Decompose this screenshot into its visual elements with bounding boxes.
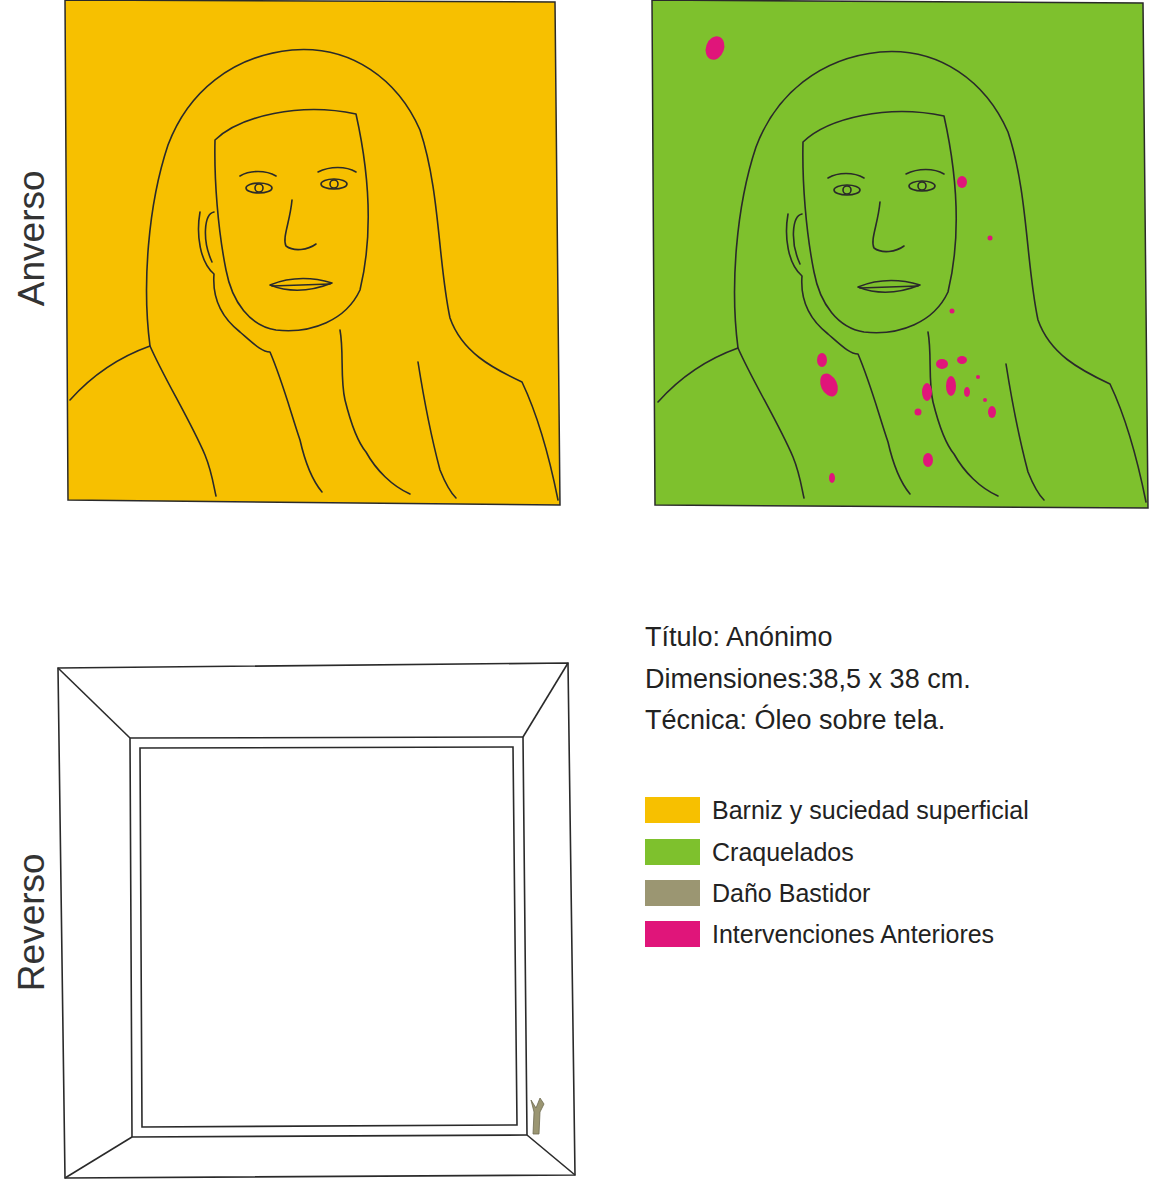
crackle-area [652, 0, 1148, 508]
side-label: Anverso [11, 170, 54, 306]
legend-swatch [645, 839, 700, 865]
dimension-info: Dimensiones:38,5 x 38 cm. [645, 664, 971, 695]
side-label: Reverso [11, 853, 54, 991]
portrait-outline [658, 52, 1146, 502]
previous-interventions [702, 34, 996, 483]
legend-text: Intervenciones Anteriores [712, 920, 994, 949]
legend-swatch [645, 880, 700, 906]
legend-swatch [645, 921, 700, 947]
legend-swatch [645, 797, 700, 823]
legend-text: Daño Bastidor [712, 879, 870, 908]
legend-text: Craquelados [712, 838, 854, 867]
technique-info: Técnica: Óleo sobre tela. [645, 705, 945, 736]
portrait-outline [70, 50, 558, 500]
title-info: Título: Anónimo [645, 622, 833, 653]
varnish-area [65, 0, 560, 505]
stretcher-damage [531, 1098, 544, 1134]
stretcher-frame [58, 663, 575, 1178]
legend-text: Barniz y suciedad superficial [712, 796, 1029, 825]
